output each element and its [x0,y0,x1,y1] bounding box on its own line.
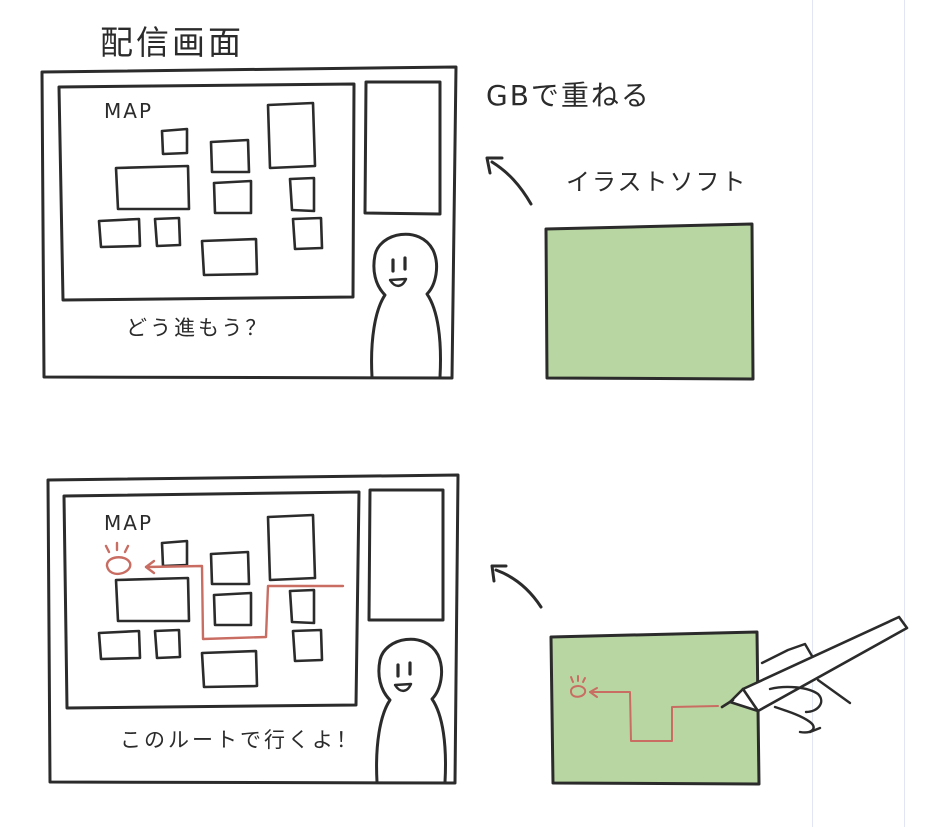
map-panel [57,82,356,302]
hand-icon [760,642,852,734]
stream-screen-top [40,65,458,380]
arrow-icon [490,564,543,609]
side-panel [367,488,445,622]
notebook-margin-line [904,0,905,827]
streamer-avatar [375,637,447,784]
map-label: MAP [104,511,153,535]
streamer-avatar [370,232,442,379]
map-label: MAP [104,99,153,123]
screen-title: 配信画面 [100,23,244,62]
overlay-note: GBで重ねる [486,79,651,112]
map-rooms [97,101,324,277]
map-rooms [97,513,324,689]
tablet-bottom [549,630,761,786]
screen-frame [40,65,458,380]
caption-top: どう進もう？ [126,316,270,340]
arrow-icon [485,156,533,206]
stream-screen-bottom [46,473,460,785]
route-marking [570,675,719,742]
notebook-margin-line [812,0,813,827]
screen-frame [46,473,460,785]
software-note: イラストソフト [566,168,748,196]
side-panel [363,80,442,216]
route-marking [104,541,345,641]
map-panel [62,490,361,710]
caption-bottom: このルートで行くよ！ [120,728,360,752]
tablet-top [544,222,755,381]
